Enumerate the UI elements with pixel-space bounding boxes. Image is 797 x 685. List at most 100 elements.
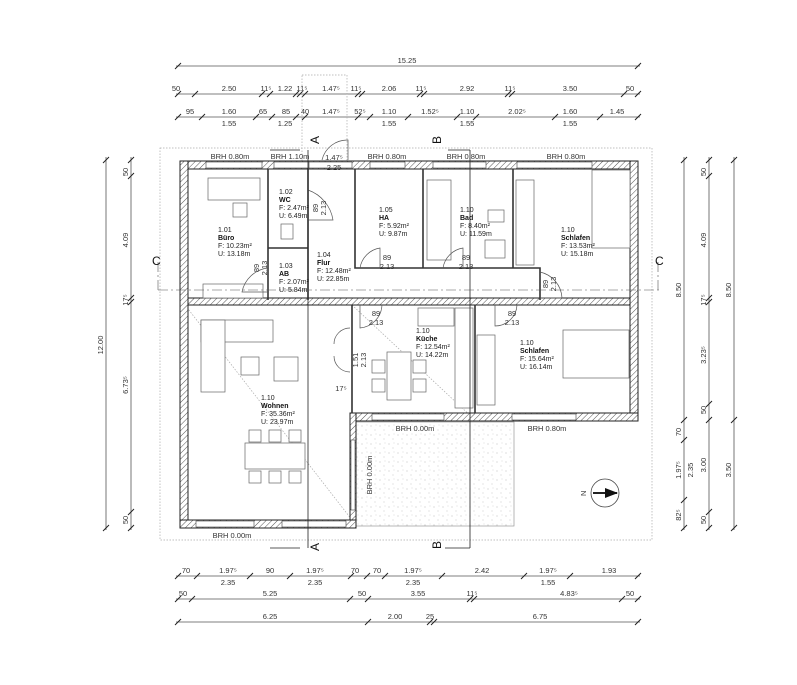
dimension-label: 3.23⁵ — [699, 346, 708, 364]
dimension-label: 1.97⁵ — [674, 461, 683, 479]
sill-height-label: BRH 0.80m — [211, 152, 250, 161]
dimension-tick — [286, 572, 294, 580]
room-number: 1.10 — [416, 328, 430, 335]
dimension-label: 50 — [121, 516, 130, 524]
dimension-label: 11⁵ — [261, 84, 272, 93]
dimension-tick — [347, 572, 355, 580]
room-area: F: 5.92m² — [379, 223, 410, 230]
dimension-tick — [705, 508, 713, 516]
dimension-label: 17⁵ — [121, 294, 130, 305]
door-height: 2.13 — [369, 318, 384, 327]
dimension-tick — [174, 572, 182, 580]
sill-height-label: BRH 0.00m — [213, 531, 252, 540]
door-width: 1.51 — [351, 353, 360, 368]
dimension-tick — [174, 62, 182, 70]
room-name: WC — [279, 197, 291, 204]
room-number: 1.10 — [460, 207, 474, 214]
room-name: Büro — [218, 235, 234, 242]
dimension-label: 2.00 — [388, 612, 403, 621]
dimension-label: 50 — [179, 589, 187, 598]
room-perimeter: U: 5.84m — [279, 287, 308, 294]
door-width: 89 — [462, 253, 470, 262]
dimension-label: 6.75 — [533, 612, 548, 621]
room-area: F: 15.64m² — [520, 356, 555, 363]
dimension-label: 1.10 — [460, 107, 475, 116]
dimension-label: 50 — [626, 589, 634, 598]
dimension-label: 2.35 — [308, 578, 323, 587]
dimension-tick — [416, 90, 424, 98]
dimension-label: 2.92 — [460, 84, 475, 93]
north-arrow-icon — [590, 478, 620, 508]
dimension-label: 17⁵ — [699, 294, 708, 305]
room-area: F: 13.53m² — [561, 243, 596, 250]
dimension-label: 1.97⁵ — [219, 566, 237, 575]
door-width: 89 — [541, 280, 550, 288]
door-height: 2.13 — [549, 277, 558, 292]
dimension-label: 70 — [182, 566, 190, 575]
dimension-label: 1.25 — [278, 119, 293, 128]
dimension-label: 2.02⁵ — [508, 107, 526, 116]
room-area: F: 35.36m² — [261, 411, 296, 418]
room-area: F: 2.07m² — [279, 279, 310, 286]
dimension-label: 3.50 — [724, 463, 733, 478]
dimension-tick — [705, 156, 713, 164]
dimension-tick — [680, 436, 688, 444]
dimension-tick — [470, 595, 478, 603]
dimension-tick — [301, 90, 309, 98]
dimension-tick — [127, 156, 135, 164]
dimension-label: 50 — [172, 84, 180, 93]
dimension-tick — [466, 595, 474, 603]
dimension-tick — [127, 508, 135, 516]
room-number: 1.05 — [379, 207, 393, 214]
terrace — [355, 421, 515, 527]
dimension-label: 2.35 — [221, 578, 236, 587]
dimension-label: 2.06 — [382, 84, 397, 93]
dimension-tick — [634, 572, 642, 580]
dimension-label: 85 — [282, 107, 290, 116]
north-label: N — [579, 491, 588, 496]
dimension-label: 1.47⁵ — [322, 107, 340, 116]
dimension-tick — [258, 90, 266, 98]
dimension-tick — [520, 572, 528, 580]
dimension-label: 50 — [626, 84, 634, 93]
dimension-label: 15.25 — [398, 56, 417, 65]
room-number: 1.10 — [561, 227, 575, 234]
dimension-tick — [252, 113, 260, 121]
entrance-path — [301, 74, 348, 164]
room-area: F: 10.23m² — [218, 243, 253, 250]
room-name: Schlafen — [561, 235, 590, 242]
dimension-label: 50 — [121, 168, 130, 176]
sill-height-label: BRH 0.80m — [547, 152, 586, 161]
section-a-top: A — [308, 136, 322, 144]
section-a-bottom: A — [308, 543, 322, 551]
dimension-label: 95 — [186, 107, 194, 116]
dimension-tick — [634, 113, 642, 121]
dimension-tick — [268, 113, 276, 121]
dimension-tick — [680, 496, 688, 504]
dimension-tick — [191, 90, 199, 98]
dimension-label: 12.00 — [96, 336, 105, 355]
dimension-label: 3.50 — [563, 84, 578, 93]
dimension-label: 2.42 — [475, 566, 490, 575]
dimension-tick — [438, 572, 446, 580]
dimension-label: 25 — [426, 612, 434, 621]
dimension-tick — [705, 524, 713, 532]
dimension-label: 50 — [699, 516, 708, 524]
dimension-label: 1.93 — [602, 566, 617, 575]
dimension-tick — [508, 90, 516, 98]
dimension-label: 4.83⁵ — [560, 589, 578, 598]
dimension-label: 11⁵ — [467, 589, 478, 598]
dimension-label: 6.73⁵ — [121, 376, 130, 394]
room-area: F: 12.48m² — [317, 268, 352, 275]
dimension-tick — [381, 572, 389, 580]
sill-height-label: BRH 0.00m — [365, 456, 374, 495]
section-b-bottom: B — [430, 541, 444, 549]
dimension-tick — [426, 618, 434, 626]
dimension-label: 1.22 — [278, 84, 293, 93]
dimension-tick — [193, 572, 201, 580]
room-name: AB — [279, 271, 289, 278]
dimension-label: 1.60 — [563, 107, 578, 116]
dimension-tick — [358, 90, 366, 98]
dimension-tick — [127, 172, 135, 180]
dimension-tick — [174, 90, 182, 98]
